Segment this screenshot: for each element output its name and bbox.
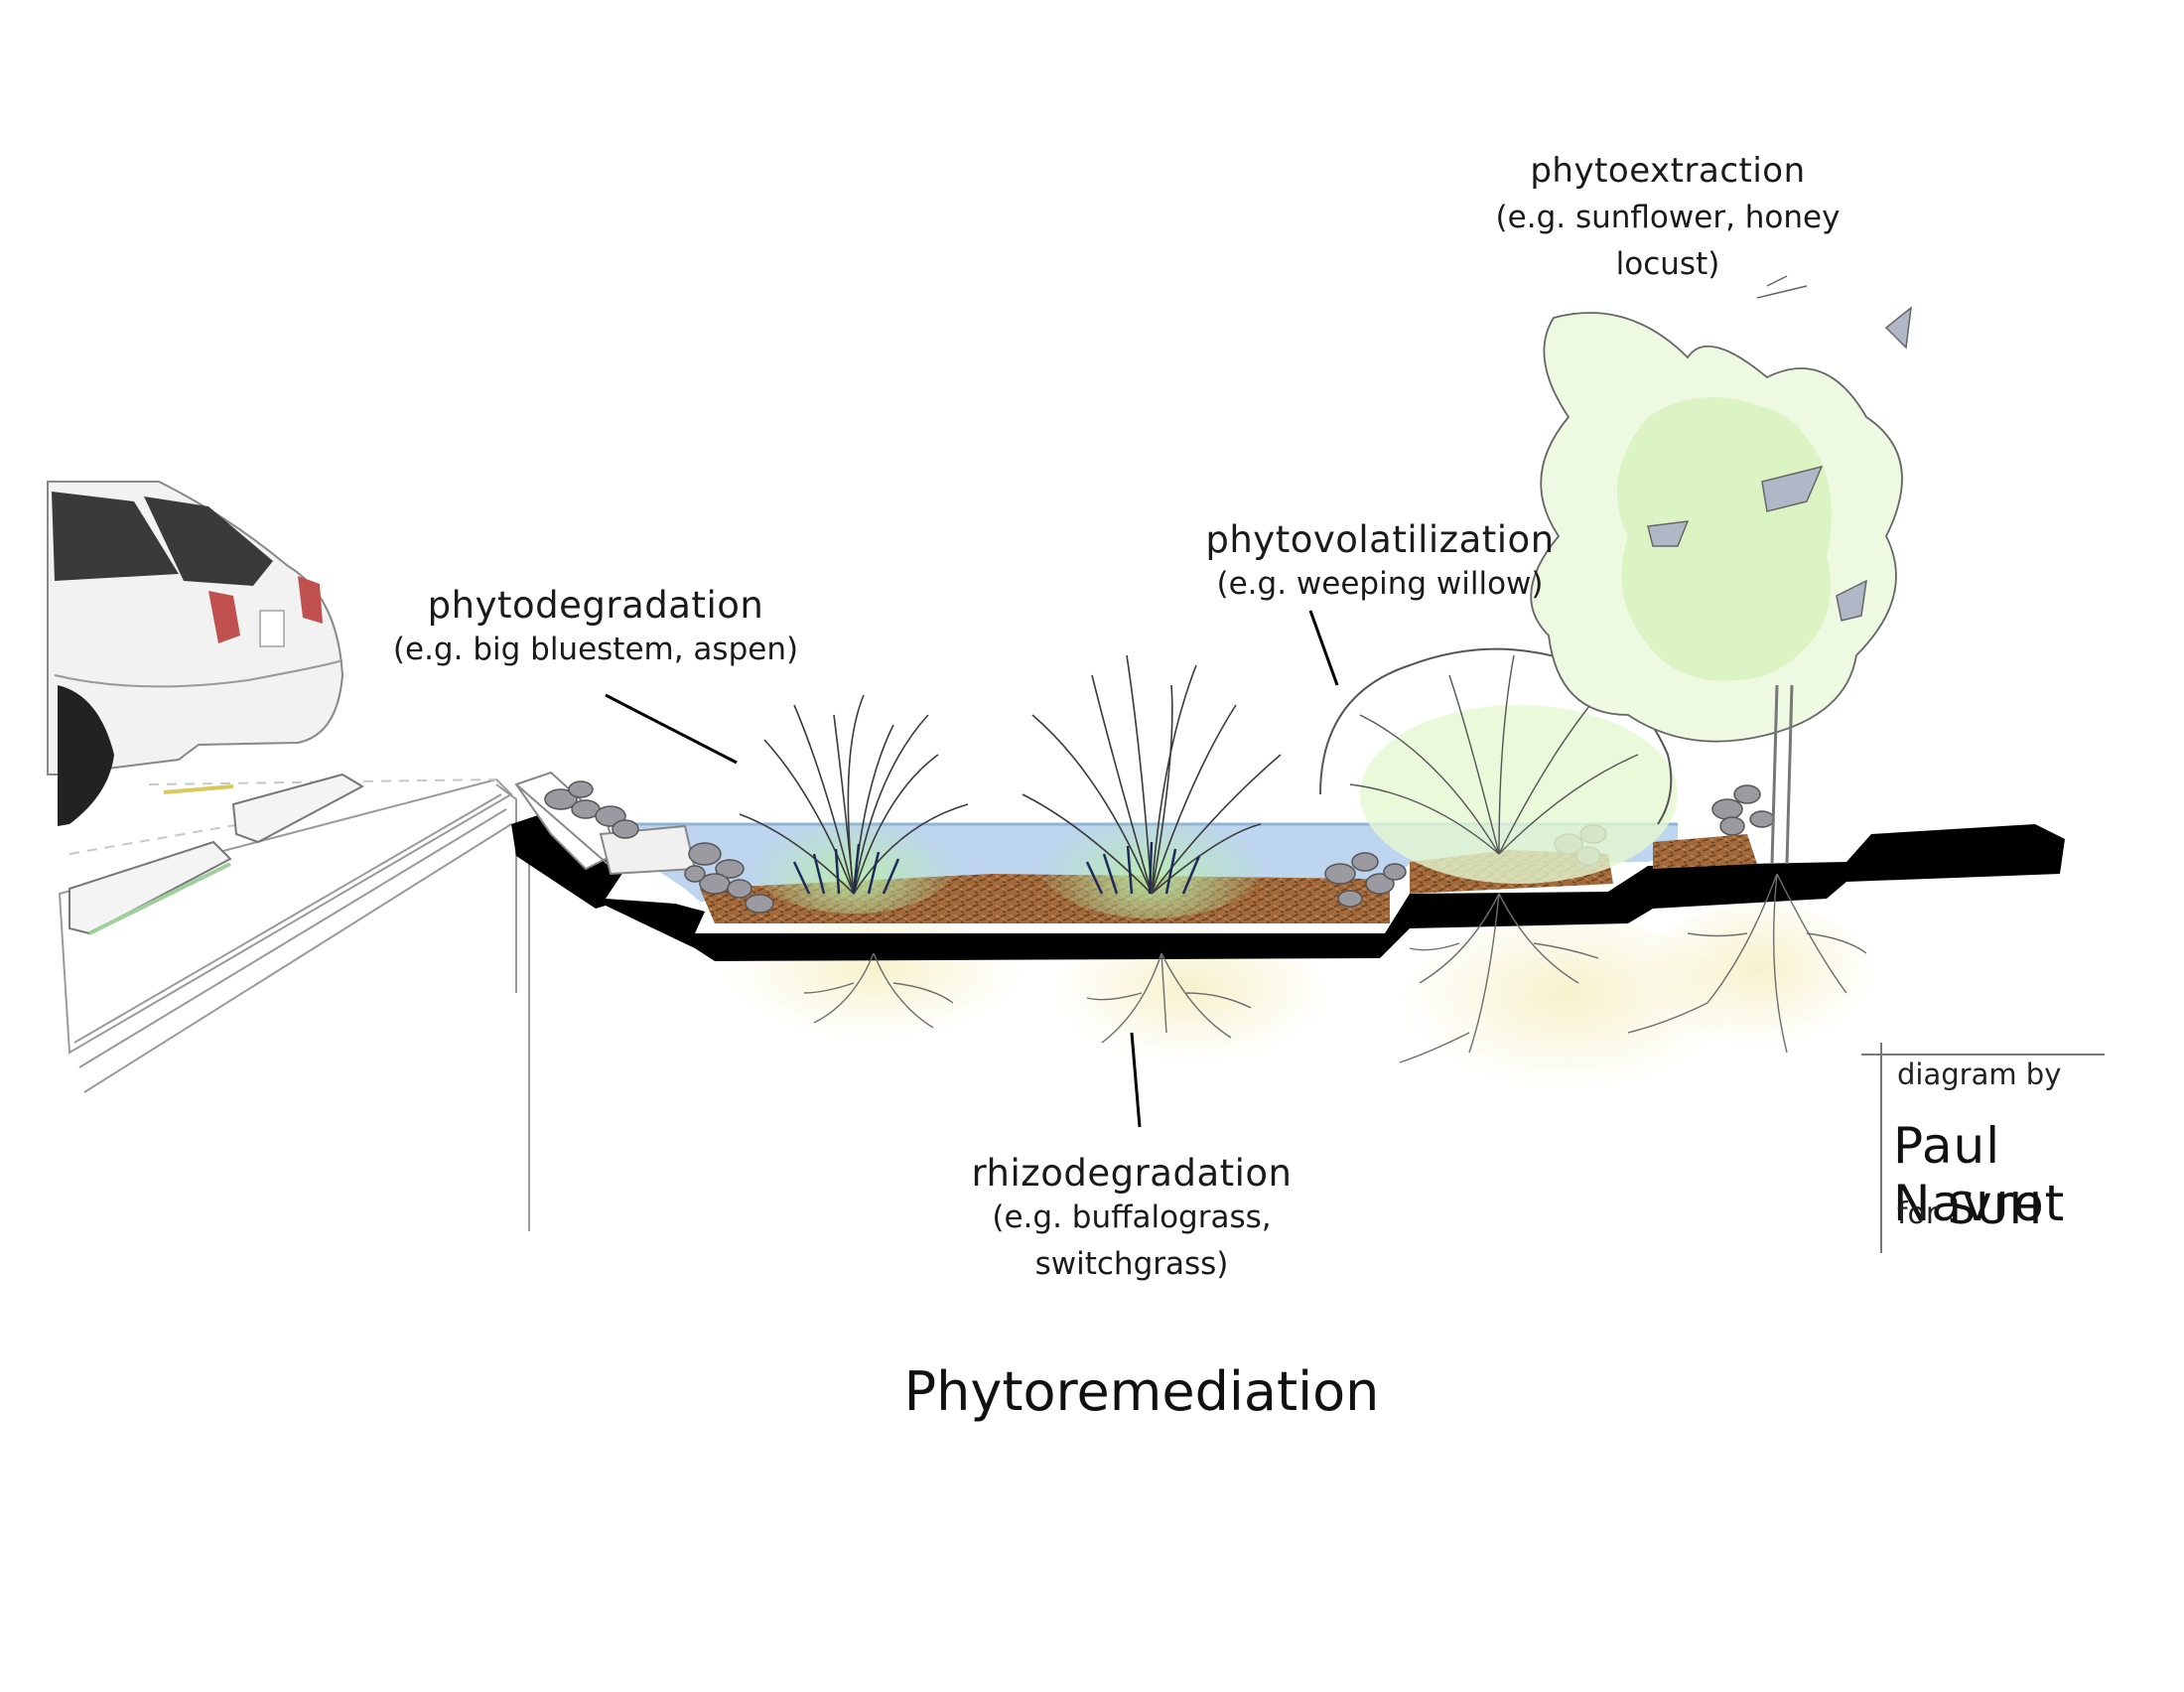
grass-clump-2 [1022,654,1282,918]
wheel-stops [68,773,365,935]
leader-lines [605,610,1339,1128]
phytovolatilization-label: phytovolatilization (e.g. weeping willow… [1181,518,1578,608]
phytovolatilization-name: phytovolatilization [1205,518,1555,561]
rhizodegradation-name: rhizodegradation [971,1152,1293,1195]
credit-for: for [1897,1197,1939,1231]
root-zones [725,904,1876,1107]
soil-liner [511,814,2065,961]
parking-lot [58,777,530,1231]
phytovolatilization-example: (e.g. weeping willow) [1216,566,1544,602]
parked-car [47,481,344,826]
willow-shrub [1319,647,1678,884]
phytoextraction-name: phytoextraction [1530,151,1806,191]
rhizodegradation-example-line2: switchgrass) [1034,1246,1229,1282]
phytodegradation-example: (e.g. big bluestem, aspen) [392,632,799,667]
grass-clump-1 [739,694,969,914]
diagram-title: Phytoremediation [903,1360,1380,1423]
roots [803,873,1867,1063]
credit-line: diagram by [1897,1058,2062,1091]
credit-author: Paul Navrot [1893,1117,2066,1232]
credit-block: diagram by Paul Navrot for SUH [1881,1048,2159,1256]
credit-frame [1861,1043,2105,1253]
phytoextraction-example-line2: locust) [1615,246,1720,282]
honey-locust-tree [1530,275,1912,865]
phytodegradation-name: phytodegradation [427,584,764,627]
phytodegradation-label: phytodegradation (e.g. big bluestem, asp… [377,584,814,673]
phytoextraction-label: phytoextraction (e.g. sunflower, honey l… [1439,147,1896,288]
rhizodegradation-example-line1: (e.g. buffalograss, [992,1199,1272,1235]
credit-org: SUH [1947,1184,2044,1234]
credit-affiliation: for SUH [1897,1184,2043,1234]
phytoextraction-example-line1: (e.g. sunflower, honey [1495,200,1841,235]
rhizodegradation-label: rhizodegradation (e.g. buffalograss, swi… [923,1152,1340,1288]
